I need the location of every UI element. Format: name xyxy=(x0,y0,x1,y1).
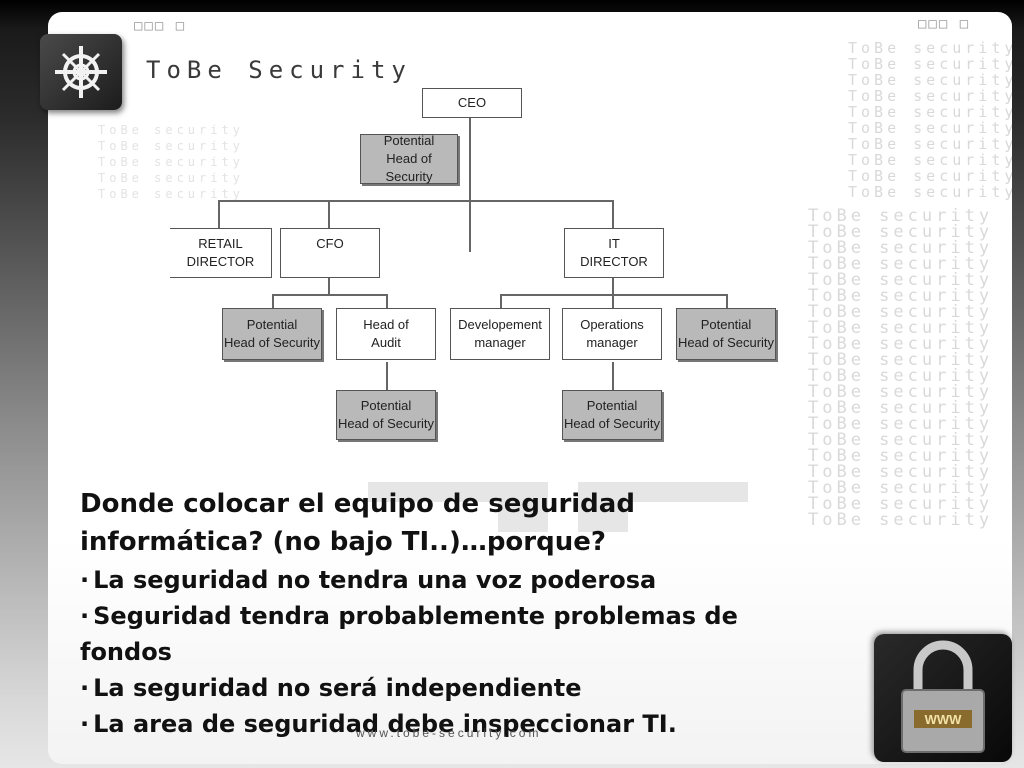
ship-wheel-icon xyxy=(55,46,107,98)
org-node-ceo: CEO xyxy=(422,88,522,118)
padlock-label: WWW xyxy=(925,712,963,727)
bullet-item: ·Seguridad tendra probablemente problema… xyxy=(80,602,738,630)
question-line-1: Donde colocar el equipo de seguridad xyxy=(80,489,635,519)
padlock-panel: WWW xyxy=(874,634,1012,762)
question-line-2: informática? (no bajo TI..)…porque? xyxy=(80,527,606,557)
padlock-icon: WWW xyxy=(901,640,985,753)
bullet-item: ·La area de seguridad debe inspeccionar … xyxy=(80,710,677,738)
watermark-letter-shape xyxy=(368,482,748,532)
footer-url: www.tobe-security.com xyxy=(356,726,542,740)
org-node-cfo: CFO xyxy=(280,228,380,278)
watermark-mid-right: ToBe security ToBe security ToBe securit… xyxy=(808,206,994,530)
decor-squares-top: □□□ □ xyxy=(134,18,187,34)
watermark-top-right: ToBe security ToBe security ToBe securit… xyxy=(848,39,1012,201)
decor-squares-right: □□□ □ xyxy=(918,16,971,32)
bullet-item: ·La seguridad no será independiente xyxy=(80,674,582,702)
logo xyxy=(40,34,122,110)
bullet-item-continuation: fondos xyxy=(80,638,172,666)
watermark-left: ToBe security ToBe security ToBe securit… xyxy=(98,123,244,201)
slide: ToBe security ToBe security ToBe securit… xyxy=(48,12,1012,764)
brand-title: ToBe Security xyxy=(146,56,412,84)
bullet-item: ·La seguridad no tendra una voz poderosa xyxy=(80,566,657,594)
slide-body: Donde colocar el equipo de seguridad inf… xyxy=(80,486,880,742)
